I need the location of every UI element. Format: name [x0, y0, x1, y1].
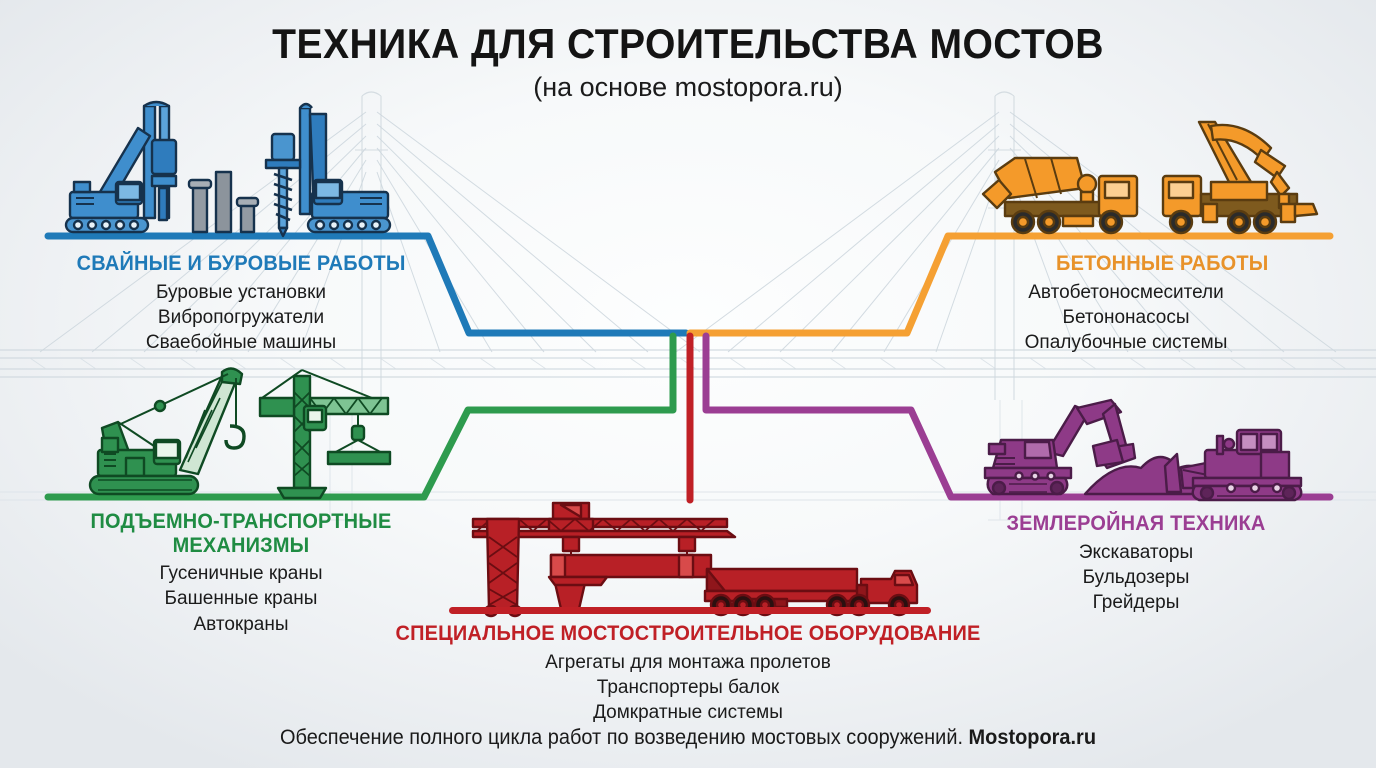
machines-bridge-special	[449, 501, 931, 618]
list-item: Бетононасосы	[1062, 306, 1190, 328]
category-concrete-title: БЕТОННЫЕ РАБОТЫ	[1056, 252, 1269, 275]
list-item: Грейдеры	[1092, 592, 1180, 614]
machines-lifting	[88, 367, 392, 500]
category-lifting-items: Гусеничные краны Башенные краны Автокран…	[46, 561, 436, 637]
list-item: Сваебойные машины	[145, 332, 337, 354]
list-item: Домкратные системы	[593, 702, 783, 724]
category-lifting[interactable]: ПОДЪЕМНО-ТРАНСПОРТНЫЕ МЕХАНИЗМЫ Гусеничн…	[46, 510, 436, 637]
category-lifting-title: ПОДЪЕМНО-ТРАНСПОРТНЫЕ МЕХАНИЗМЫ	[90, 510, 392, 557]
auger-rig-icon	[264, 102, 392, 238]
list-item: Экскаваторы	[1078, 541, 1194, 563]
category-bridge-special-title: СПЕЦИАЛЬНОЕ МОСТОСТРОИТЕЛЬНОЕ ОБОРУДОВАН…	[395, 622, 981, 645]
machines-earthmoving	[983, 398, 1303, 502]
category-bridge-special[interactable]: СПЕЦИАЛЬНОЕ МОСТОСТРОИТЕЛЬНОЕ ОБОРУДОВАН…	[373, 622, 1003, 725]
category-earthmoving-items: Экскаваторы Бульдозеры Грейдеры	[936, 540, 1336, 616]
bulldozer-icon	[1163, 428, 1303, 502]
crawler-crane-icon	[88, 367, 246, 496]
category-concrete-items: Автобетоносмесители Бетононасосы Опалубо…	[916, 280, 1336, 356]
footer-text: Обеспечение полного цикла работ по возве…	[279, 726, 969, 749]
machines-concrete	[981, 120, 1319, 235]
concrete-mixer-truck-icon	[981, 156, 1139, 235]
list-item: Башенные краны	[164, 588, 318, 610]
tower-crane-icon	[258, 369, 392, 500]
category-piling[interactable]: СВАЙНЫЕ И БУРОВЫЕ РАБОТЫ Буровые установ…	[46, 252, 436, 355]
excavator-icon	[983, 398, 1137, 496]
category-concrete[interactable]: БЕТОННЫЕ РАБОТЫ Автобетоносмесители Бето…	[916, 252, 1336, 355]
list-item: Агрегаты для монтажа пролетов	[545, 651, 831, 673]
list-item: Автокраны	[193, 613, 289, 635]
drill-rig-icon	[64, 100, 178, 234]
list-item: Вибропогружатели	[157, 306, 325, 328]
list-item: Бульдозеры	[1082, 566, 1190, 588]
category-bridge-special-items: Агрегаты для монтажа пролетов Транспорте…	[373, 650, 1003, 726]
category-piling-title: СВАЙНЫЕ И БУРОВЫЕ РАБОТЫ	[76, 252, 406, 275]
category-earthmoving-title: ЗЕМЛЕРОЙНАЯ ТЕХНИКА	[1006, 512, 1266, 535]
list-item: Транспортеры балок	[596, 676, 780, 698]
list-item: Гусеничные краны	[159, 563, 323, 585]
footer: Обеспечение полного цикла работ по возве…	[34, 726, 1341, 750]
footer-brand: Mostopora.ru	[968, 726, 1097, 749]
page-title: ТЕХНИКА ДЛЯ СТРОИТЕЛЬСТВА МОСТОВ	[272, 20, 1104, 67]
concrete-pump-truck-icon	[1161, 120, 1319, 235]
category-earthmoving[interactable]: ЗЕМЛЕРОЙНАЯ ТЕХНИКА Экскаваторы Бульдозе…	[936, 512, 1336, 615]
list-item: Буровые установки	[156, 281, 326, 303]
ground-line-red	[449, 607, 931, 614]
piles-icon	[187, 170, 260, 234]
page-subtitle: (на основе mostopora.ru)	[533, 72, 843, 102]
list-item: Опалубочные системы	[1024, 332, 1228, 354]
category-piling-items: Буровые установки Вибропогружатели Сваеб…	[46, 280, 436, 356]
list-item: Автобетоносмесители	[1028, 281, 1224, 303]
machines-piling	[64, 100, 392, 238]
launching-gantry-icon	[471, 501, 737, 618]
